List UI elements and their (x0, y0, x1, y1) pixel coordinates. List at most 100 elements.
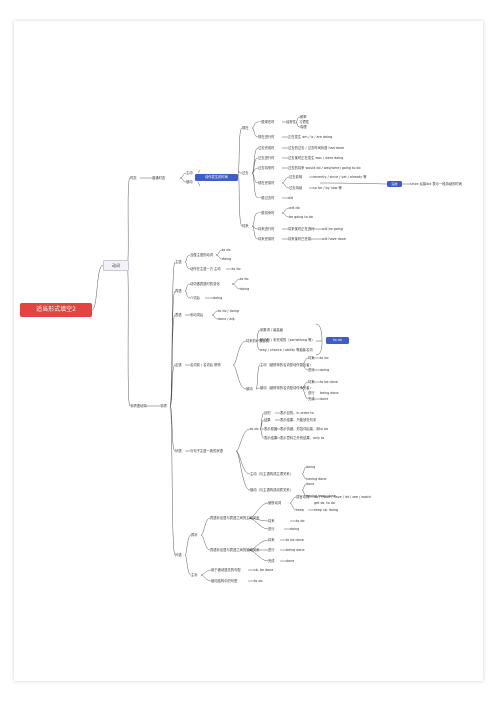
node-nonfinite[interactable]: 非谓 (160, 404, 167, 408)
node-adverbial-todo-4[interactable]: 表示结果 (264, 436, 278, 440)
node-predicative-a-2[interactable]: done / adj. (218, 317, 236, 321)
node-past-simple[interactable]: 过去完成时 (258, 146, 275, 150)
node-attribute[interactable]: 定语 (175, 363, 182, 367)
node-subject-b[interactable]: 动作在主语一方 主动 (190, 267, 221, 271)
node-attribute-passive-3-form[interactable]: done (320, 397, 329, 401)
node-attribute-b[interactable]: 被动 (246, 387, 253, 391)
node-perfect-note[interactable]: since 后接did 表示一段持续的时间 (410, 182, 463, 186)
node-attribute-active-1-form[interactable]: to do (320, 356, 329, 360)
chip-todo[interactable]: to do (326, 337, 349, 344)
node-future-perfect[interactable]: 将来完成时 (258, 237, 275, 241)
node-attribute-passive-1-form[interactable]: to be done (320, 380, 338, 384)
chip-time-of-action[interactable]: 动作发生的时间 (195, 174, 238, 181)
root-topic[interactable]: 适当形式填空2 (20, 303, 92, 317)
node-present-simple-desc[interactable]: 经常性、习惯性 (286, 120, 310, 124)
node-complement-a-3-form[interactable]: doing (290, 527, 300, 531)
node-complement-b[interactable]: 宾语补足语与宾语之间的被动关系 (210, 548, 260, 552)
node-past-continuous-desc[interactable]: 过去某时正在发生 was / were doing (288, 156, 344, 160)
node-future-perfect-desc[interactable]: 将来某时已完成 (288, 237, 312, 241)
node-adverbial-active-1[interactable]: doing (306, 465, 316, 469)
node-object-a-2[interactable]: doing (240, 287, 250, 291)
node-complement-a-1[interactable]: 使役动词 (268, 501, 282, 505)
node-past-perfect-b[interactable]: 过去持续 (289, 186, 303, 190)
node-complement-a[interactable]: 宾语补足语与宾语之间的主动关系 (210, 516, 260, 520)
node-adverbial-todo-1-desc[interactable]: 表示目的，in order to (280, 411, 314, 415)
node-adverbial-todo-3[interactable]: 表示原因 (264, 427, 278, 431)
node-adverbial-todo-1[interactable]: 目的 (264, 411, 271, 415)
node-subject-a-1[interactable]: to do (222, 248, 231, 252)
node-future-begoing[interactable]: be going to do (289, 215, 313, 219)
node-attribute-todo-2[interactable]: 被动的 / 未完成的（something 等） (260, 338, 315, 342)
node-past-perfect-a-desc[interactable]: recently / since / yet / already 等 (313, 175, 367, 179)
node-attribute-todo-3[interactable]: way / chance / ability 等抽象名词 (260, 348, 313, 352)
node-object[interactable]: 宾语 (175, 289, 182, 293)
node-past-simple-desc[interactable]: 过去的过去 / 过去时间状语 had done (288, 146, 344, 150)
node-passive[interactable]: 被动 (186, 180, 193, 184)
chip-perfect[interactable]: 完成 (387, 181, 402, 187)
node-adverbial-todo-2-desc[interactable]: 表示结果，只能放在句末 (280, 418, 317, 422)
node-habit[interactable]: 频率 (300, 115, 307, 119)
node-attribute-passive-2-form[interactable]: being done (320, 391, 339, 395)
node-attribute-a[interactable]: 名词前 / 名词后 修饰 (190, 363, 221, 367)
node-attribute-active-2[interactable]: 进行 (308, 368, 315, 372)
node-complement-a-2-form[interactable]: to do (296, 519, 305, 523)
node-object-b[interactable]: 介词后 (190, 296, 200, 300)
node-adverbial-active-2[interactable]: having done (306, 477, 327, 481)
node-future-simple[interactable]: 一般将来时 (258, 211, 275, 215)
topic-verb[interactable]: 动词 (103, 260, 129, 271)
node-complement-b-2-form[interactable]: being done (286, 548, 305, 552)
node-complement-b-3-form[interactable]: done (286, 559, 295, 563)
node-attribute-passive-2[interactable]: 进行 (308, 391, 315, 395)
node-subject[interactable]: 主语 (175, 260, 182, 264)
node-adverbial-todo[interactable]: to do (250, 427, 259, 431)
node-complement-object[interactable]: 宾补 (191, 533, 198, 537)
node-past-continuous[interactable]: 过去进行时 (258, 156, 275, 160)
node-attribute-todo[interactable]: 将来的 / 表目的 (246, 339, 269, 343)
node-ordinary-tense[interactable]: 普通时态 (152, 176, 166, 180)
node-adverbial-todo-3-desc[interactable]: 表示情绪，形容词后接，用to do (280, 427, 329, 431)
node-complement-a-2[interactable]: 将来 (268, 519, 275, 523)
node-complement-d[interactable]: 被动结构中的句型 (211, 579, 238, 583)
node-complement[interactable]: 补语 (175, 553, 182, 557)
node-present-simple[interactable]: 一般现在时 (258, 120, 275, 124)
node-adverbial-a[interactable]: 与句子主语一致的状语 (190, 449, 223, 453)
node-complement-a-1-y[interactable]: keep (296, 508, 304, 512)
node-predicative-a-1[interactable]: to do / doing (218, 309, 239, 313)
node-complement-b-3[interactable]: 完成 (268, 559, 275, 563)
node-complement-a-1-x-form[interactable]: do / make / have / let / see / watch (314, 495, 372, 499)
node-adverbial-todo-2[interactable]: 结果 (264, 418, 271, 422)
node-complement-a-1-y-form[interactable]: keep sb. doing (314, 508, 339, 512)
node-attribute-passive-1[interactable]: 将来 (308, 380, 315, 384)
node-attribute-passive-3[interactable]: 完成 (308, 397, 315, 401)
node-object-a[interactable]: 动词做宾语时的变化 (190, 282, 220, 286)
node-adverbial-passive[interactable]: 被动（与主语构成动宾关系） (250, 488, 293, 492)
node-present-continuous-example[interactable]: 正在发生 am / is / are doing (288, 135, 333, 139)
node-truth[interactable]: 真理 (300, 125, 307, 129)
node-complement-a-1-x[interactable]: 感官动词 (296, 495, 310, 499)
node-future-continuous-desc[interactable]: 将来某时正在进行 (288, 227, 315, 231)
node-future-will[interactable]: will do (289, 206, 300, 210)
node-future-continuous[interactable]: 将来进行时 (258, 227, 275, 231)
node-past-future-desc[interactable]: 过去的将来 would do / was(were) going to do (288, 166, 361, 170)
node-complement-a-1-z-form[interactable]: get sb. to do (314, 501, 335, 505)
node-present-continuous[interactable]: 现在进行时 (258, 135, 275, 139)
node-present[interactable]: 现在 (242, 126, 249, 130)
node-future-continuous-form[interactable]: will be going (322, 227, 343, 231)
node-attribute-active[interactable]: 主动（被修饰的名词是动作发出者） (260, 363, 313, 367)
node-complement-subject[interactable]: 主补 (191, 573, 198, 577)
node-subject-b-1[interactable]: to do (232, 267, 241, 271)
node-subject-a-2[interactable]: doing (222, 257, 232, 261)
node-past-simple-2[interactable]: 一般过去时 (258, 196, 275, 200)
node-attribute-active-2-form[interactable]: doing (320, 368, 330, 372)
node-active[interactable]: 主动 (186, 171, 193, 175)
node-future-perfect-form[interactable]: will have done (322, 237, 346, 241)
node-object-b-1[interactable]: doing (213, 296, 223, 300)
node-adverbial-passive-1[interactable]: done (306, 482, 315, 486)
node-predicative[interactable]: 表语 (175, 313, 182, 317)
node-complement-b-1-form[interactable]: to be done (286, 538, 304, 542)
node-complement-b-1[interactable]: 将来 (268, 538, 275, 542)
node-past-perfect-b-desc[interactable]: so far / by now 等 (313, 186, 342, 190)
node-adverbial-active[interactable]: 主动（与主语构成主谓关系） (250, 472, 293, 476)
node-adverbial[interactable]: 状语 (175, 449, 182, 453)
node-past-perfect-a[interactable]: 过去影响 (289, 175, 303, 179)
